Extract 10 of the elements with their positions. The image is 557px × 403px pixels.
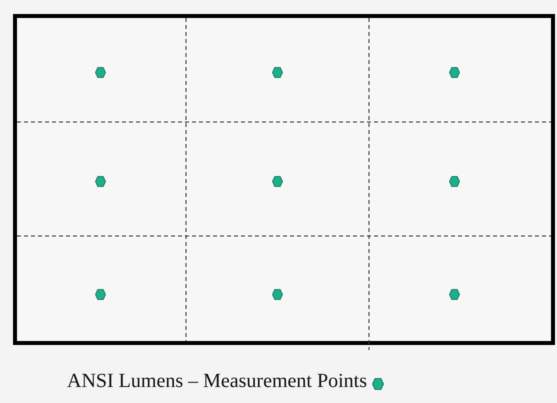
measurement-point xyxy=(272,174,282,184)
measurement-point xyxy=(272,286,282,298)
measurement-point xyxy=(94,64,106,76)
legend-text: ANSI Lumens – Measurement Points xyxy=(67,370,367,393)
measurement-point xyxy=(272,64,282,76)
measurement-point xyxy=(448,286,460,298)
measurement-point xyxy=(448,174,460,184)
measurement-point xyxy=(94,286,106,298)
measurement-point xyxy=(94,174,106,184)
measurement-point xyxy=(448,64,460,76)
